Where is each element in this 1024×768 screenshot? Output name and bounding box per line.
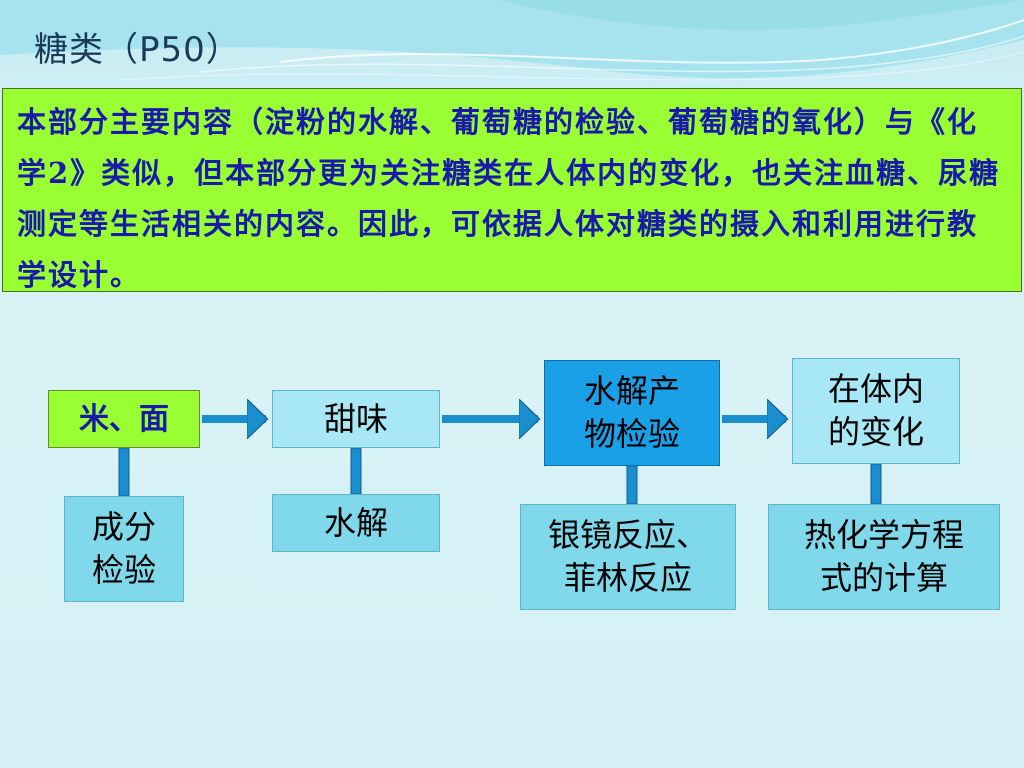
node-label: 甜味 [324,398,388,441]
node-component-test: 成分检验 [64,496,184,602]
node-change-in-body: 在体内的变化 [792,358,960,464]
node-label-line: 的变化 [827,413,924,451]
node-hydrolysis-product-test: 水解产物检验 [544,360,720,466]
node-label-line: 水解产 [583,372,680,410]
node-label: 水解 [324,502,388,545]
node-label: 银镜反应、菲林反应 [548,514,708,600]
node-silver-mirror-fehling: 银镜反应、菲林反应 [520,504,736,610]
slide-title: 糖类（P50） [34,30,241,70]
node-label-line: 水解 [323,503,388,542]
node-label-line: 米、面 [79,401,169,437]
node-label-line: 菲林反应 [563,559,692,597]
node-thermochemical-calc: 热化学方程式的计算 [768,504,1000,610]
intro-text: 本部分主要内容（淀粉的水解、葡萄糖的检验、葡萄糖的氧化）与《化学2》类似，但本部… [17,105,1001,292]
node-label-line: 物检验 [583,415,680,453]
node-label-line: 检验 [91,551,156,589]
node-label: 在体内的变化 [828,368,924,454]
header-wave-decoration [0,0,1024,81]
node-label-line: 式的计算 [819,559,948,597]
intro-text-box: 本部分主要内容（淀粉的水解、葡萄糖的检验、葡萄糖的氧化）与《化学2》类似，但本部… [2,88,1022,292]
node-hydrolysis: 水解 [272,494,440,552]
node-label-line: 银镜反应、 [547,516,708,554]
node-label-line: 成分 [91,508,156,546]
node-label: 成分检验 [92,506,156,592]
node-label-line: 在体内 [827,370,924,408]
node-rice-noodle: 米、面 [48,390,200,448]
node-label: 米、面 [79,398,169,441]
node-label: 水解产物检验 [584,370,680,456]
node-label-line: 甜味 [323,399,388,438]
node-label-line: 热化学方程 [803,516,964,554]
node-label: 热化学方程式的计算 [804,514,964,600]
node-sweet-taste: 甜味 [272,390,440,448]
